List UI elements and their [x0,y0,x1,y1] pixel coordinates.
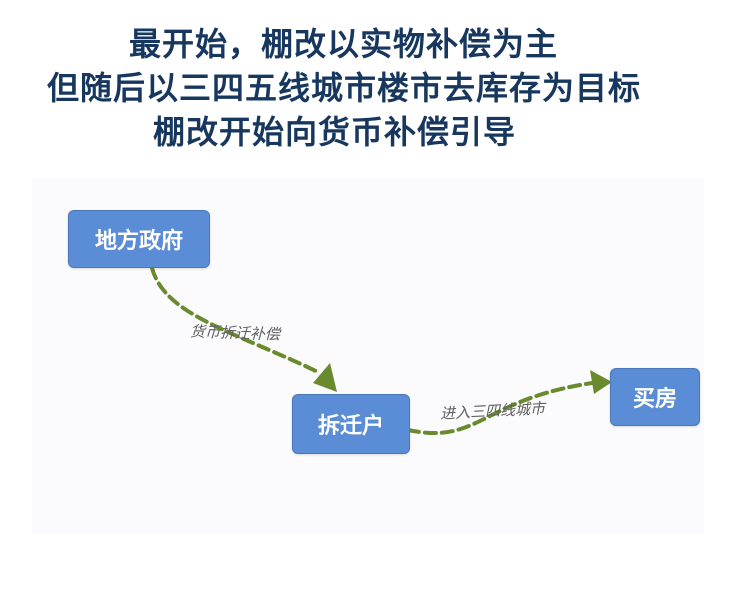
arrow-head-household-to-buy-house [590,370,612,394]
node-local-government: 地方政府 [68,210,210,268]
edge-label-cash-compensation: 货币拆迁补偿 [189,322,281,344]
title-line-3: 棚改开始向货币补偿引导 [153,113,517,151]
node-buy-house: 买房 [610,368,700,426]
arrow-household-to-buy-house [406,381,594,435]
title-line-2: 但随后以三四五线城市楼市去库存为目标 [47,69,642,107]
node-relocated-household: 拆迁户 [292,394,410,454]
title-line-1: 最开始，棚改以实物补偿为主 [129,25,559,63]
arrow-government-to-household [150,266,320,374]
arrow-head-government-to-household [313,363,337,392]
